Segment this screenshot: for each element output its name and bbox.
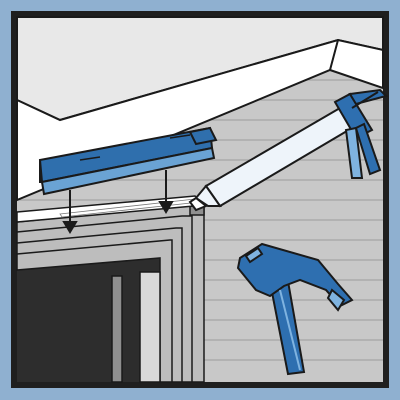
window-opening [17,258,160,382]
